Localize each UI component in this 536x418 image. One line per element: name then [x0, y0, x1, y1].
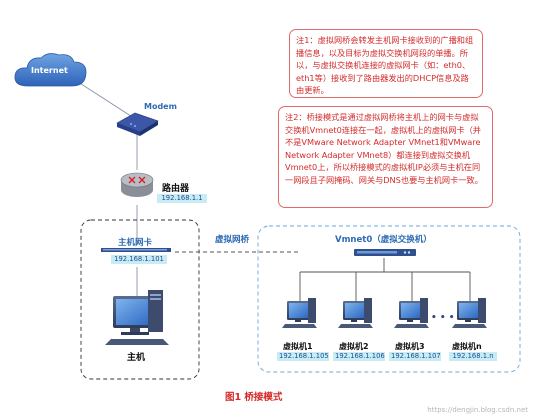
internet-modem-link [74, 79, 138, 121]
host-nic-icon [101, 248, 171, 252]
host-label: 主机 [127, 353, 146, 363]
host-box [80, 219, 200, 380]
virtual-network-box [257, 225, 521, 373]
router-label: 路由器 [162, 184, 190, 194]
note-1: 注1：虚拟网桥会转发主机网卡接收到的广播和组播信息，以及目标为虚拟交换机网段的单… [289, 29, 483, 98]
internet-label: Internet [31, 66, 68, 75]
host-computer-icon [105, 290, 169, 345]
vmn-ip: 192.168.1.n [449, 352, 497, 361]
switch-lines [299, 258, 471, 301]
modem-label: Modem [144, 102, 177, 111]
host-nic-ip: 192.168.1.101 [111, 255, 167, 264]
vswitch-label: Vmnet0（虚拟交换机） [335, 235, 432, 245]
vmn-label: 虚拟机n [452, 342, 482, 351]
router-ip: 192.168.1.1 [157, 194, 207, 203]
vm3-computer-icon [394, 298, 429, 328]
vm2-ip: 192.168.1.106 [333, 352, 385, 361]
vm1-ip: 192.168.1.105 [277, 352, 329, 361]
vm1-computer-icon [282, 298, 317, 328]
internet-cloud-icon [14, 53, 87, 87]
vm2-label: 虚拟机2 [339, 342, 369, 351]
vm2-computer-icon [338, 298, 373, 328]
watermark: https://dengjin.blog.csdn.net [427, 406, 528, 414]
vm-ellipsis: • • • [431, 313, 455, 323]
figure-caption: 图1 桥接模式 [225, 392, 283, 403]
bridge-label: 虚拟网桥 [215, 235, 250, 245]
router-icon [120, 172, 154, 197]
host-nic-label: 主机网卡 [118, 238, 153, 248]
vm3-label: 虚拟机3 [395, 342, 425, 351]
vm3-ip: 192.168.1.107 [389, 352, 441, 361]
connection-lines [74, 79, 138, 296]
vm1-label: 虚拟机1 [283, 342, 313, 351]
vswitch-icon [354, 249, 416, 256]
modem-icon [116, 112, 159, 136]
vmn-computer-icon [452, 298, 487, 328]
note-2: 注2：桥接模式是通过虚拟网桥将主机上的网卡与虚拟交换机Vmnet0连接在一起，虚… [278, 106, 493, 208]
